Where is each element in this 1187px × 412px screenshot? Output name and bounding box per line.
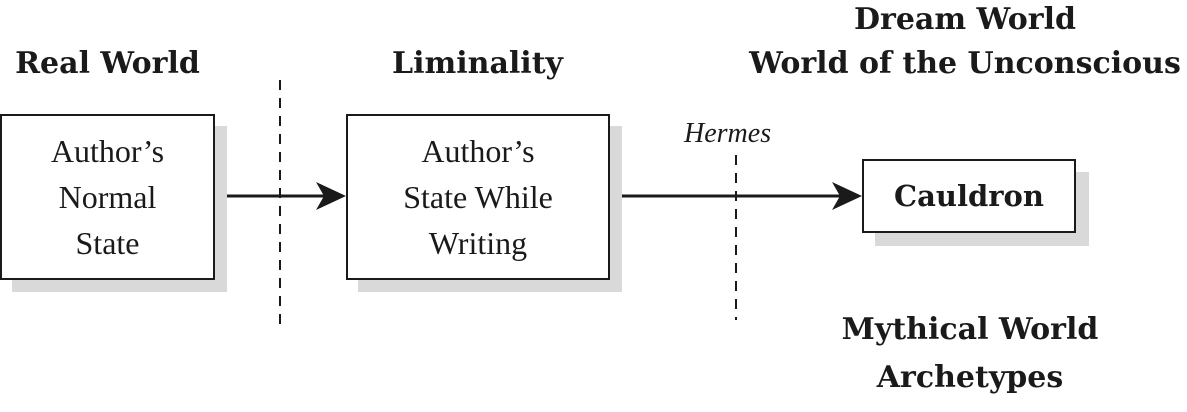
heading-archetypes: Archetypes xyxy=(876,360,1064,395)
box-normal-state-line-2: Normal xyxy=(58,179,157,215)
box-writing-state-line-2: State While xyxy=(403,179,553,215)
heading-world-of-unconscious: World of the Unconscious xyxy=(749,46,1181,81)
box-writing-state: Author’s State While Writing xyxy=(346,114,610,280)
arrow-head-normal-to-writing xyxy=(316,182,346,210)
box-writing-state-line-3: Writing xyxy=(428,225,528,261)
heading-liminality: Liminality xyxy=(392,46,563,81)
box-normal-state: Author’s Normal State xyxy=(0,114,215,280)
heading-dream-world: Dream World xyxy=(854,2,1076,37)
box-cauldron-label: Cauldron xyxy=(894,179,1044,213)
heading-mythical-world: Mythical World xyxy=(841,312,1099,347)
threshold-label-hermes: Hermes xyxy=(684,118,772,149)
heading-real-world: Real World xyxy=(15,46,200,81)
box-writing-state-line-1: Author’s xyxy=(421,133,535,169)
box-normal-state-line-3: State xyxy=(75,225,140,261)
box-cauldron: Cauldron xyxy=(862,159,1076,233)
arrow-head-writing-to-cauldron xyxy=(832,182,862,210)
box-normal-state-line-1: Author’s xyxy=(50,133,165,169)
